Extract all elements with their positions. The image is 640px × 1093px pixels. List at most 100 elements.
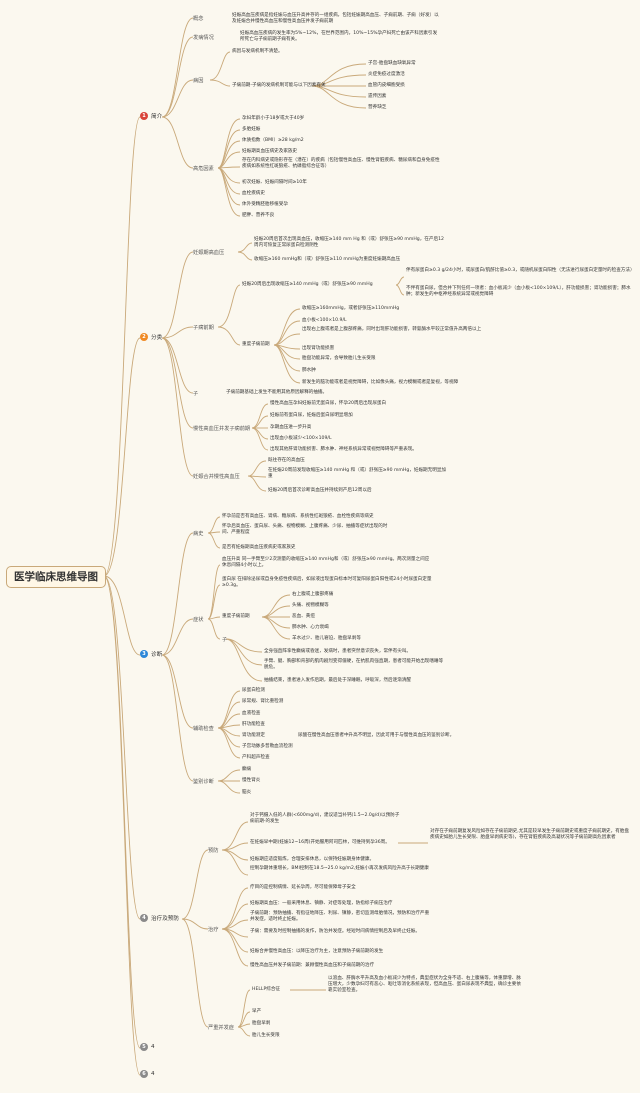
treatment-item: 子痫前期：预防抽搐、有指征地降压、利尿、镇静，密切监测母胎情况，预防和治疗严重并… <box>250 911 430 923</box>
etiology-item: 血管内皮细胞受损 <box>368 83 405 88</box>
severe-pe-item: 肺水肿 <box>302 368 316 373</box>
node-chronic-with-pe[interactable]: 慢性高血压并发子痫前期 <box>193 426 251 432</box>
section-diagnosis[interactable]: 3 诊断 <box>140 650 162 658</box>
chronic-item: 妊娠20周后首次诊断高血压并持续到产后12周以后 <box>268 488 372 493</box>
section-6[interactable]: 6 4 <box>140 1070 155 1078</box>
symptom-proteinuria: 蛋白尿 在排除泌尿或自身免疫性疾病后，如尿液出现蛋白标本时可复阳尿蛋白阳性或24… <box>222 577 432 589</box>
risk-item: 妊娠期高血压病史及家族史 <box>242 149 298 154</box>
risk-item: 体外受精胚胎移植受孕 <box>242 202 288 207</box>
risk-item: 孕妇年龄小于18岁或大于40岁 <box>242 116 305 121</box>
chronic-item: 在妊娠20周前发现收缩压≥140 mmHg 和（或）舒张压≥90 mmHg，妊娠… <box>268 468 447 480</box>
complication-item: 早产 <box>252 1009 262 1014</box>
pe-criteria-a2: 不伴有蛋白尿，但合并下列任何一项者：血小板减少（血小板<100×109/L），肝… <box>406 286 631 298</box>
number-badge: 5 <box>140 1043 148 1051</box>
severe-symptom: 头痛、视物模糊等 <box>292 603 329 608</box>
symptom-bp: 血压升高 同一手臂至少2次测量的收缩压≥140 mmHg和（或）舒张压≥90 m… <box>222 557 430 569</box>
etiology-item: 遗传因素 <box>368 94 387 99</box>
section-label: 4 <box>151 1071 155 1077</box>
differential-item: 慢性肾炎 <box>242 778 261 783</box>
section-label: 治疗及预防 <box>151 916 179 922</box>
node-chronic-hypertension[interactable]: 妊娠合并慢性高血压 <box>193 474 240 480</box>
etiology-item: 炎症免疫过度激活 <box>368 72 405 77</box>
eclampsia-symptom: 全身强直阵挛性癫痫或昏迷，发病时，患者突然意识丧失，常伴有尖叫。 <box>264 649 412 654</box>
test-item: 肝功能检查 <box>242 722 265 727</box>
node-etiology[interactable]: 病因 <box>193 78 204 84</box>
complication-item: 胎儿生长受限 <box>252 1033 280 1038</box>
node-complications[interactable]: 严重并发症 <box>208 1025 234 1031</box>
node-incidence[interactable]: 发病情况 <box>193 35 214 41</box>
node-eclampsia-symptoms[interactable]: 子 <box>222 637 228 643</box>
node-severe-preeclampsia[interactable]: 重度子痫前期 <box>242 342 270 347</box>
incidence-text: 妊娠高血压疾病的发生率为5%~12%，在世界范围内，10%~15%孕产妇死亡由该… <box>240 31 438 43</box>
risk-item: 体质指数（BMI）≥28 kg/m2 <box>242 138 304 143</box>
node-gestational-hypertension[interactable]: 妊娠期高血压 <box>193 250 225 256</box>
section-intro[interactable]: 1 简介 <box>140 112 162 120</box>
etiology-text-1: 病因与发病机制不清楚。 <box>232 49 283 54</box>
prevention-note: 对存在子痫前期复发风险如存在子痫前期史,尤其是较早发生子痫前期史或重度子痫前期史… <box>430 829 629 841</box>
node-differential-diagnosis[interactable]: 鉴别诊断 <box>193 779 214 785</box>
history-item: 是否有妊娠期高血压疾病史或家族史 <box>222 545 296 550</box>
root-node[interactable]: 医学临床思维导图 <box>6 566 106 588</box>
severe-pe-item: 胎盘功能异常，会导致胎儿生长受限 <box>302 356 376 361</box>
chronic-pe-item: 出现其他肝肾功能损害、肺水肿、神经系统异常或视觉障碍等严重表现。 <box>270 447 418 452</box>
treatment-item: 妊娠合并慢性高血压：以降压治疗为主，注意预防子痫前期的发生 <box>250 949 384 954</box>
node-treatment[interactable]: 治疗 <box>208 927 219 933</box>
treatment-item: 慢性高血压并发子痫前期：兼顾慢性高血压和子痫前期的治疗 <box>250 963 375 968</box>
risk-item: 多胎妊娠 <box>242 127 261 132</box>
node-auxiliary-tests[interactable]: 辅助检查 <box>193 726 214 732</box>
section-label: 简介 <box>151 114 163 120</box>
prevention-item: 在妊娠早中期(妊娠12~16周)开始服用阿司匹林，可维持到孕36周。 <box>250 840 390 845</box>
chronic-pe-item: 慢性高血压孕妇妊娠前无蛋白尿，怀孕20周后出现尿蛋白 <box>270 401 387 406</box>
node-preeclampsia[interactable]: 子痫前期 <box>193 325 214 331</box>
renal-test-note: 尿酸在慢性高血压患者中升高不明显，因此可用于与慢性高血压的鉴别诊断。 <box>298 733 455 738</box>
pe-criteria-a1: 伴有尿蛋白≥0.3 g/24小时，或尿蛋白/肌酐比值≥0.3，或随机尿蛋白阳性（… <box>406 268 635 273</box>
etiology-item: 子宫-胎盘缺血缺氧异常 <box>368 61 416 66</box>
severe-pe-item: 出现肾功能损害 <box>302 346 335 351</box>
section-label: 诊断 <box>151 652 163 658</box>
section-5[interactable]: 5 4 <box>140 1043 155 1051</box>
risk-item: 血栓疾病史 <box>242 191 265 196</box>
eclampsia-symptom: 抽搐结束，患者进入发作后期，最后处于深睡眠，呼吸深，然后逐渐清醒 <box>264 678 412 683</box>
chronic-pe-item: 妊娠前有蛋白尿，妊娠后蛋白尿明显增加 <box>270 413 353 418</box>
node-risk-factors[interactable]: 高危因素 <box>193 166 214 172</box>
eclampsia-text: 子痫前期基础上发生不能用其他原因解释的抽搐。 <box>226 390 328 395</box>
node-hellp[interactable]: HELLP综合征 <box>252 987 281 992</box>
severe-pe-item: 出现右上腹或者是上腹部疼痛，同时出现肝功能损害，转氨酶水平较正常值升高两倍以上 <box>302 327 482 332</box>
hellp-text: 以溶血、肝酶水平升高及血小板减少为特点，典型症状为全身不适、右上腹痛等，体重骤增… <box>328 976 521 994</box>
treatment-item: 子痫：需要及时控制抽搐的发作，防治并发症。经短时间病情控制后及早终止妊娠。 <box>250 929 420 934</box>
risk-item: 存在内科病史或隐形存在（潜在）的疾病（包括慢性高血压、慢性肾脏疾病、糖尿病和自身… <box>242 158 440 170</box>
node-severe-pe-symptoms[interactable]: 重度子痫前期 <box>222 614 250 619</box>
test-item: 尿常规、肾比重检测 <box>242 699 284 704</box>
etiology-item: 营养缺乏 <box>368 105 387 110</box>
gh-item: 收缩压≥160 mmHg和（或）舒张压≥110 mmHg为重度妊娠期高血压 <box>254 257 401 262</box>
node-history[interactable]: 病史 <box>193 531 204 537</box>
section-label: 分类 <box>151 335 163 341</box>
section-treatment[interactable]: 4 治疗及预防 <box>140 914 179 922</box>
severe-symptom: 恶血、黄疸 <box>292 614 315 619</box>
etiology-text-2: 子痫前期-子痫的发病机制可能与以下因素有关 <box>232 83 326 88</box>
severe-pe-item: 血小板<100×10.9/L <box>302 318 347 323</box>
section-label: 4 <box>151 1044 155 1050</box>
node-eclampsia[interactable]: 子 <box>193 391 199 397</box>
node-symptoms[interactable]: 症状 <box>193 617 204 623</box>
number-badge: 6 <box>140 1070 148 1078</box>
test-item: 尿蛋白检测 <box>242 688 265 693</box>
section-classification[interactable]: 2 分类 <box>140 333 162 341</box>
test-item: 血液检查 <box>242 711 261 716</box>
number-badge: 4 <box>140 914 148 922</box>
test-item: 肾功能测定 <box>242 733 265 738</box>
number-badge: 2 <box>140 333 148 341</box>
number-badge: 3 <box>140 650 148 658</box>
severe-symptom: 右上腹或上腹部疼痛 <box>292 592 334 597</box>
test-item: 子宫动脉多普勒血流检测 <box>242 744 293 749</box>
chronic-pe-item: 出现血小板减少<100×109/L <box>270 436 332 441</box>
node-prevention[interactable]: 预防 <box>208 848 219 854</box>
treatment-item: 疗目的是控制病情、延长孕周，尽可能保障母子安全 <box>250 885 356 890</box>
chronic-item: 既往存在的高血压 <box>268 458 305 463</box>
pe-criteria: 妊娠20周后出现收缩压≥140 mmHg（或）舒张压≥90 mmHg <box>242 282 373 287</box>
differential-item: 脑炎 <box>242 790 252 795</box>
severe-symptom: 羊水过少、胎儿窘迫、胎盘早剥等 <box>292 636 361 641</box>
node-concept[interactable]: 概念 <box>193 16 204 22</box>
differential-item: 癫痫 <box>242 767 252 772</box>
complication-item: 胎盘早剥 <box>252 1021 271 1026</box>
